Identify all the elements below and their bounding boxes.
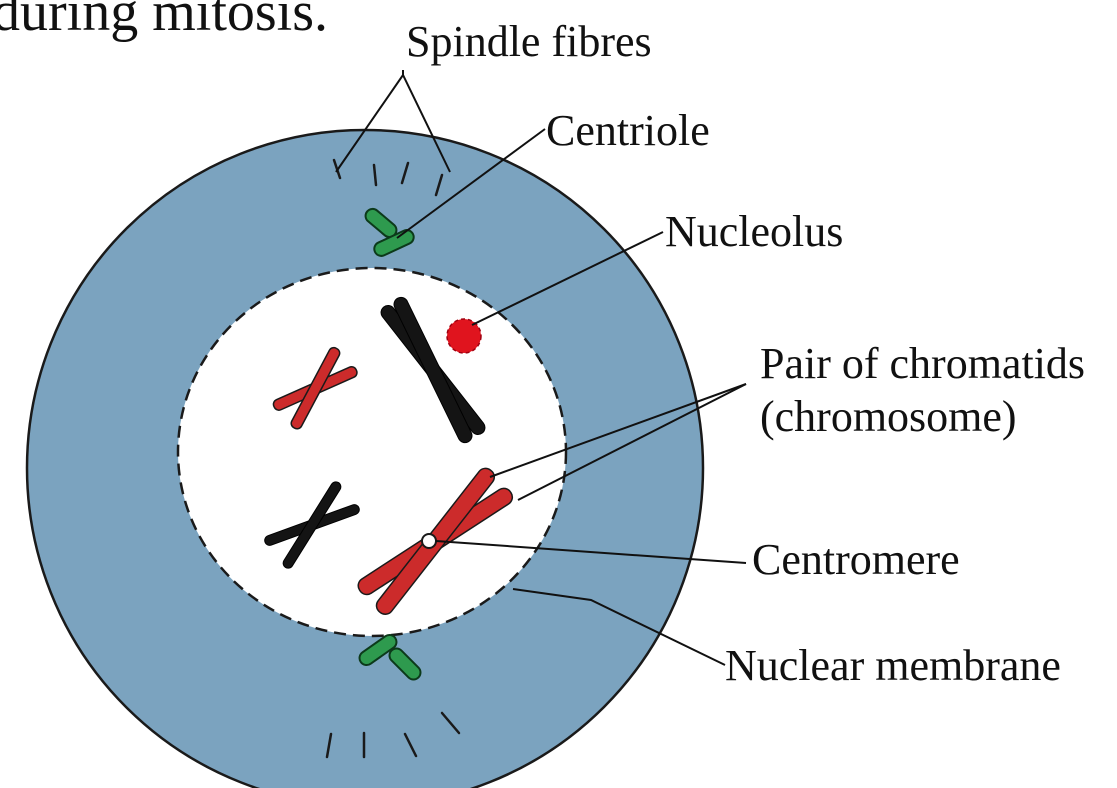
heading-fragment: during mitosis.	[0, 0, 328, 43]
label-nuclear-membrane: Nuclear membrane	[725, 641, 1061, 690]
label-nucleolus: Nucleolus	[665, 207, 843, 256]
label-chromosome: (chromosome)	[760, 392, 1017, 441]
label-spindle-fibres: Spindle fibres	[406, 17, 652, 66]
centromere	[422, 534, 436, 548]
label-pair-of-chromatids: Pair of chromatids	[760, 339, 1085, 388]
label-centromere: Centromere	[752, 535, 960, 584]
label-centriole: Centriole	[546, 106, 710, 155]
